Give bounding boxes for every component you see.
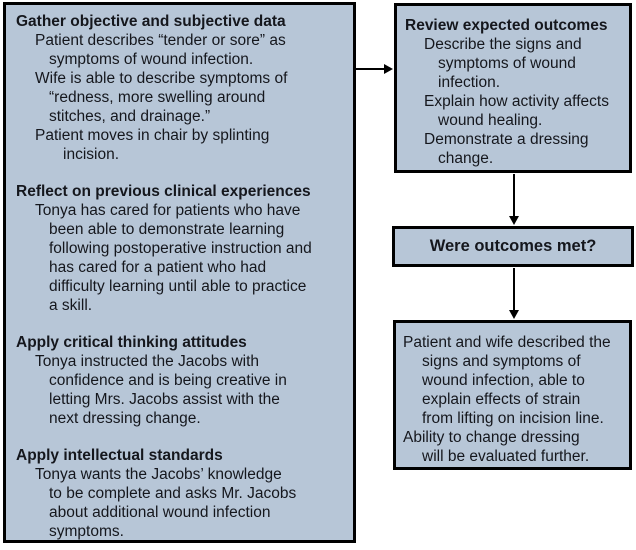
section-body: Tonya has cared for patients who have bee… [16, 201, 348, 315]
outcomes-box-title: Review expected outcomes [405, 17, 608, 34]
text-line: been able to demonstrate learning [49, 221, 285, 238]
text-line: Describe the signs and [424, 36, 582, 53]
arrow-outcomes-to-question-line [513, 174, 515, 218]
arrow-question-to-evaluation-line [513, 268, 515, 312]
review-expected-outcomes-box: Review expected outcomes Describe the si… [394, 3, 632, 173]
evaluation-box-body: Patient and wife described the signs and … [403, 333, 625, 466]
text-line: following postoperative instruction and [49, 240, 312, 257]
section-body: Tonya instructed the Jacobs with confiden… [16, 352, 348, 428]
text-line: Patient and wife described the [403, 334, 611, 351]
text-line: symptoms of wound [438, 55, 576, 72]
arrow-right-icon [384, 64, 393, 74]
section-body: Tonya wants the Jacobs’ knowledge to be c… [16, 465, 348, 540]
section-title: Apply intellectual standards [16, 447, 223, 464]
text-line: wound infection, able to [422, 372, 585, 389]
arrow-down-icon [509, 310, 519, 319]
evaluation-result-box: Patient and wife described the signs and … [393, 320, 632, 470]
text-line: Ability to change dressing [403, 429, 580, 446]
text-line: Patient describes “tender or sore” as [35, 32, 286, 49]
text-line: from lifting on incision line. [422, 410, 604, 427]
section-reflect-experiences: Reflect on previous clinical experiences… [16, 182, 348, 315]
section-intellectual-standards: Apply intellectual standards Tonya wants… [16, 446, 348, 540]
text-line: Wife is able to describe symptoms of [35, 70, 288, 87]
section-title: Gather objective and subjective data [16, 13, 286, 30]
section-title: Reflect on previous clinical experiences [16, 183, 311, 200]
text-line: symptoms of wound infection. [49, 51, 254, 68]
text-line: a skill. [49, 297, 93, 314]
text-line: Demonstrate a dressing [424, 131, 589, 148]
text-line: symptoms. [49, 523, 124, 540]
text-line: signs and symptoms of [422, 353, 581, 370]
text-line: Explain how activity affects [424, 93, 609, 110]
text-line: confidence and is being creative in [49, 372, 287, 389]
critical-thinking-panel: Gather objective and subjective data Pat… [3, 2, 356, 543]
section-critical-thinking-attitudes: Apply critical thinking attitudes Tonya … [16, 333, 348, 428]
text-line: Tonya instructed the Jacobs with [35, 353, 260, 370]
text-line: infection. [438, 74, 501, 91]
text-line: explain effects of strain [422, 391, 581, 408]
text-line: wound healing. [438, 112, 543, 129]
section-gather-data: Gather objective and subjective data Pat… [16, 12, 348, 164]
text-line: difficulty learning until able to practi… [49, 278, 307, 295]
section-title: Apply critical thinking attitudes [16, 334, 247, 351]
text-line: “redness, more swelling around [49, 89, 266, 106]
text-line: will be evaluated further. [422, 448, 590, 465]
arrow-down-icon [509, 216, 519, 225]
text-line: about additional wound infection [49, 504, 271, 521]
text-line: change. [438, 150, 494, 167]
text-line: Patient moves in chair by splinting [35, 127, 270, 144]
text-line: Tonya wants the Jacobs’ knowledge [35, 466, 282, 483]
text-line: letting Mrs. Jacobs assist with the [49, 391, 280, 408]
text-line: incision. [63, 146, 119, 163]
text-line: Tonya has cared for patients who have [35, 202, 301, 219]
outcomes-box-body: Describe the signs and symptoms of wound i… [405, 35, 625, 168]
section-body: Patient describes “tender or sore” as sym… [16, 31, 348, 164]
text-line: has cared for a patient who had [49, 259, 267, 276]
were-outcomes-met-box: Were outcomes met? [392, 226, 634, 267]
arrow-left-to-outcomes-line [356, 68, 386, 70]
text-line: stitches, and drainage.” [49, 108, 211, 125]
text-line: to be complete and asks Mr. Jacobs [49, 485, 297, 502]
text-line: next dressing change. [49, 410, 201, 427]
question-label: Were outcomes met? [429, 237, 597, 255]
